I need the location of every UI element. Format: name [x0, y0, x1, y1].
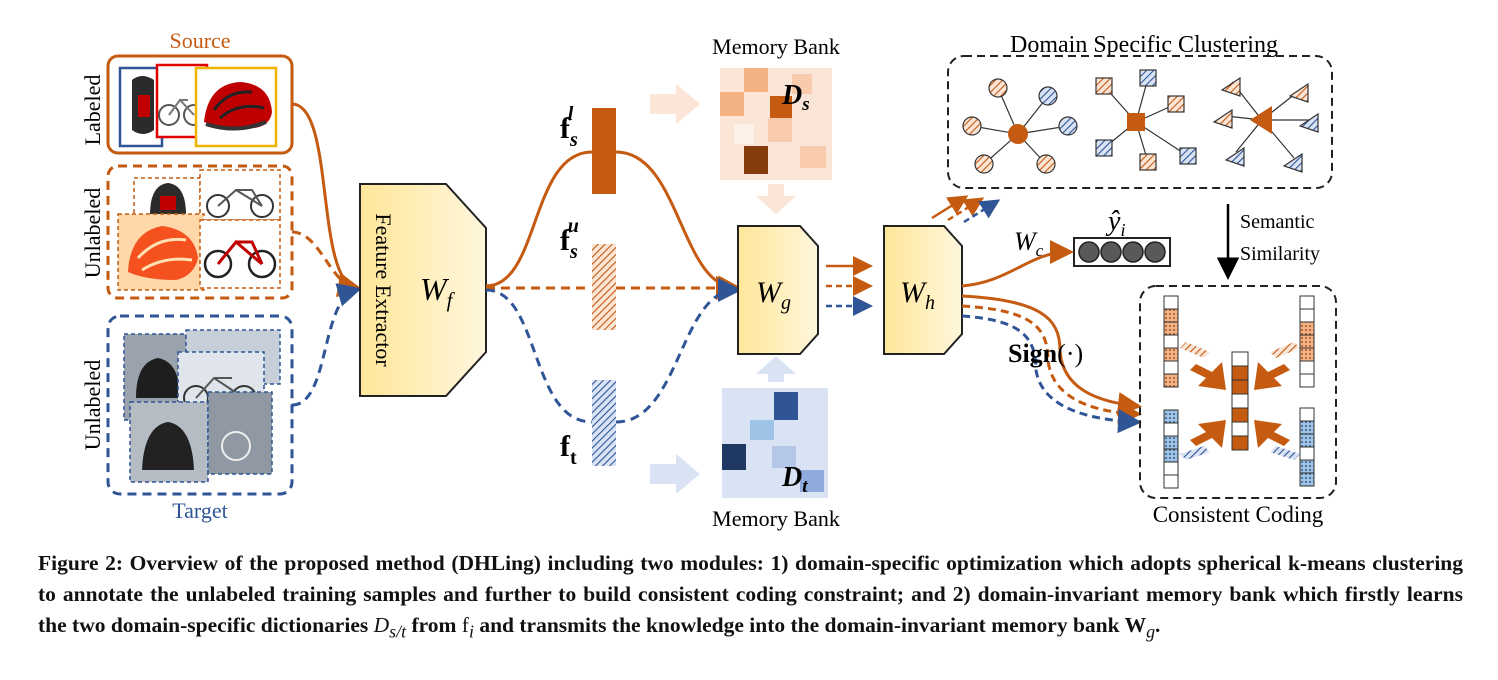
clustering-title: Domain Specific Clustering — [1010, 32, 1278, 58]
wh-to-classifier-edge — [961, 240, 1074, 288]
wh-to-clustering-edge-2 — [947, 197, 985, 222]
fsl-label: fsl — [560, 103, 578, 151]
extractor-to-ft-edge — [485, 288, 593, 424]
wh-to-clustering-edge-3 — [963, 199, 1001, 224]
caption-text-2: from — [406, 613, 462, 637]
wh-to-clustering-edge-1 — [931, 195, 969, 220]
wc-label: Wc — [1014, 227, 1044, 260]
fsu-feature-vector — [592, 244, 616, 330]
memory-bank-top-label: Memory Bank — [712, 34, 840, 59]
labeled-label: Labeled — [80, 75, 105, 146]
unlabeled-source-label: Unlabeled — [80, 188, 105, 278]
ft-feature-vector — [592, 380, 616, 466]
fsl-to-bank-arrow — [650, 84, 700, 124]
unlabeled-source-box — [106, 164, 294, 300]
wh-to-coding-edge-3 — [961, 314, 1142, 434]
unlabeled-source-to-extractor-edge — [291, 230, 362, 298]
source-label: Source — [169, 28, 230, 53]
ft-label: ft — [560, 430, 577, 469]
consistent-coding-box — [1139, 285, 1337, 499]
fsu-label: fsu — [560, 215, 579, 263]
yhat-label: ŷi — [1105, 206, 1125, 240]
sign-label: Sign(·) — [1008, 339, 1083, 368]
method-overview-figure: Source Labeled Unlabeled — [80, 28, 1337, 531]
semantic-label: Semantic — [1240, 211, 1315, 233]
square-cluster — [1095, 69, 1197, 171]
figure-caption: Figure 2: Overview of the proposed metho… — [38, 548, 1463, 647]
backpack-image — [118, 66, 164, 148]
source-memory-bank — [720, 68, 832, 180]
coding-arrows — [1180, 342, 1300, 460]
triangle-cluster — [1212, 76, 1319, 173]
wh-to-coding-edge-1 — [961, 294, 1142, 416]
circle-cluster — [962, 78, 1078, 174]
ft-to-bank-arrow — [650, 454, 700, 494]
caption-text-4: . — [1155, 613, 1161, 637]
feature-extractor-label: Feature Extractor — [371, 213, 396, 367]
helmet-image — [194, 66, 278, 148]
caption-dst: Ds/t — [373, 613, 407, 642]
target-to-extractor-edge — [291, 283, 362, 407]
wh-module — [883, 225, 963, 355]
target-label: Target — [172, 498, 227, 523]
ft-to-wg-edge — [615, 278, 742, 424]
unlabeled-target-images — [123, 329, 281, 483]
caption-text-1: Figure 2: Overview of the proposed metho… — [38, 551, 1463, 637]
labeled-to-extractor-edge — [291, 102, 362, 297]
labeled-images — [118, 63, 278, 148]
fsl-to-wg-edge — [615, 150, 742, 300]
feature-extractor-module — [359, 183, 487, 397]
wg-label: Wg — [756, 276, 791, 314]
code-columns — [1163, 295, 1315, 489]
caption-text-3: and transmits the knowledge into the dom… — [473, 613, 1125, 637]
caption-wg: Wg — [1124, 613, 1156, 642]
similarity-label: Similarity — [1240, 243, 1320, 265]
extractor-to-fsl-edge — [485, 150, 593, 288]
prediction-output — [1073, 237, 1171, 267]
fsl-feature-vector — [592, 108, 616, 194]
clustering-box — [947, 55, 1333, 189]
bank-to-wg-arrow-top — [756, 184, 796, 214]
wf-label: Wf — [420, 271, 456, 312]
ds-label: Ds — [781, 80, 810, 115]
target-memory-bank — [722, 388, 828, 498]
bank-to-wg-arrow-bottom — [756, 356, 796, 382]
unlabeled-target-label: Unlabeled — [80, 360, 105, 450]
caption-fi: fi — [461, 613, 474, 642]
wh-label: Wh — [900, 276, 935, 314]
wg-module — [737, 225, 819, 355]
memory-bank-bottom-label: Memory Bank — [712, 506, 840, 531]
consistent-coding-label: Consistent Coding — [1153, 502, 1324, 527]
dt-label: Dt — [781, 462, 808, 497]
unlabeled-source-images — [117, 169, 281, 291]
